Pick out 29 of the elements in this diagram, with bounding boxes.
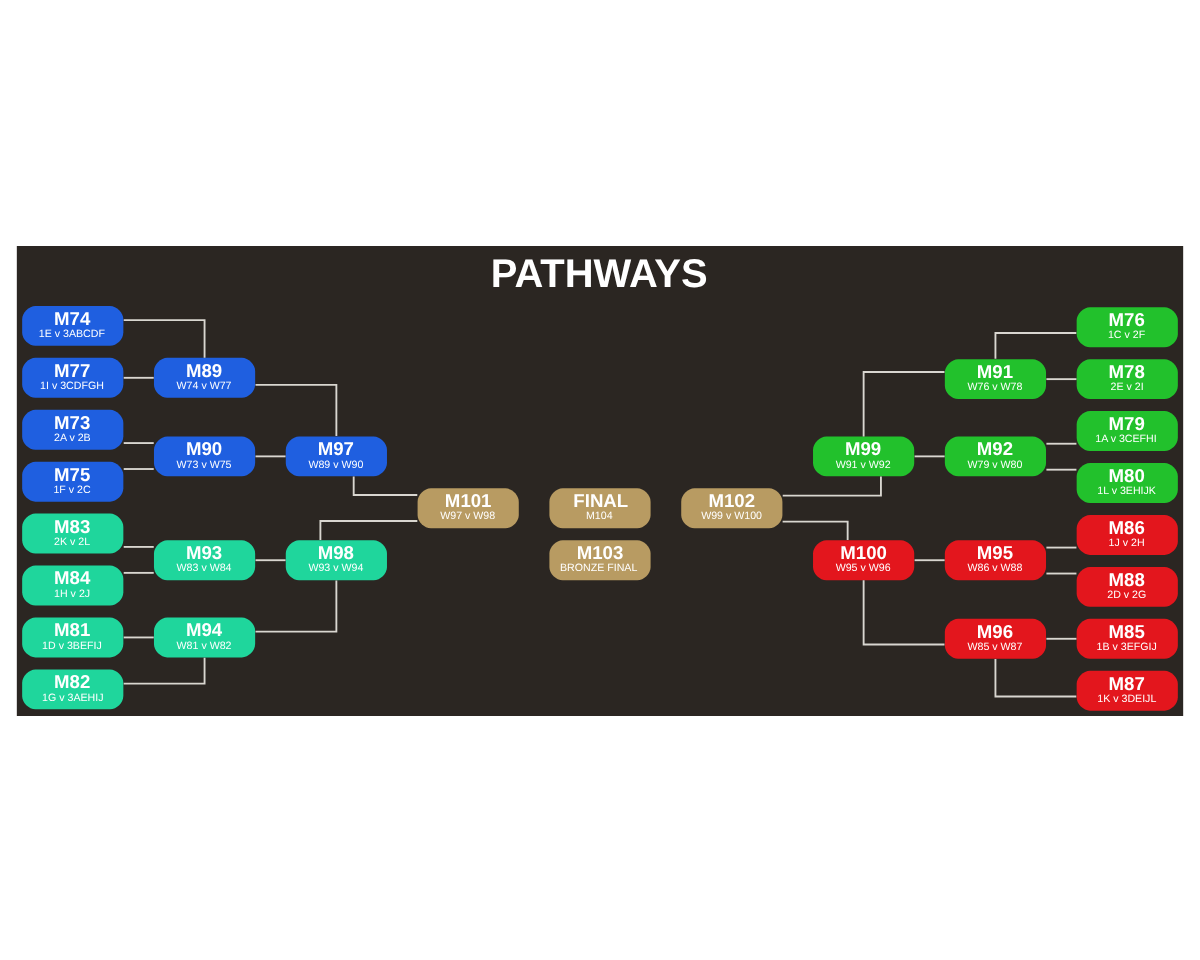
connector [862,578,946,645]
connector [122,318,206,358]
connector [994,331,1078,359]
connector [319,519,419,541]
connector [122,570,155,573]
connector [254,558,287,561]
connector [352,474,419,495]
connector [1045,467,1078,470]
connector [1045,545,1078,548]
connector [1045,441,1078,444]
connector [994,657,1078,697]
connector [254,454,287,457]
connector [254,383,338,436]
connector [862,370,946,437]
connector [122,635,155,638]
connector [1045,571,1078,574]
connector [913,558,946,561]
connector [781,474,882,496]
connector [122,375,155,378]
connector [122,655,206,684]
connector [1045,636,1078,639]
diagram-title: PATHWAYS [490,252,708,297]
connector [122,545,155,547]
connector [781,519,849,540]
connector [122,441,155,443]
connector [254,578,338,632]
connector [122,467,155,469]
connector [1045,377,1078,380]
connector [913,454,946,457]
